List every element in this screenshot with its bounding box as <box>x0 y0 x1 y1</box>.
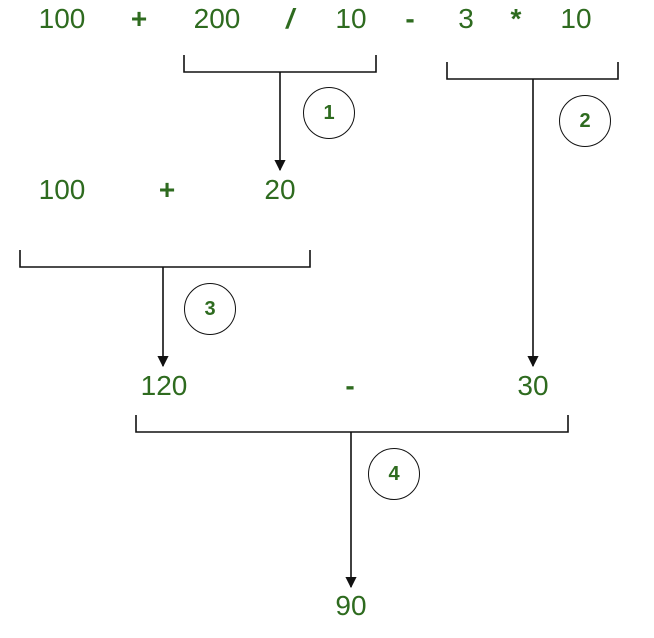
step-number-2: 2 <box>579 109 591 132</box>
expr-operator-divide: / <box>286 3 294 34</box>
step-number-1: 1 <box>323 101 335 124</box>
step-number-4: 4 <box>388 462 400 485</box>
level2-operand-120: 120 <box>140 370 188 401</box>
final-result: 90 <box>335 590 367 621</box>
step-badge-1: 1 <box>303 87 355 139</box>
bracket-step-4 <box>135 415 569 433</box>
bracket-step-1 <box>183 55 377 73</box>
bracket-step-3 <box>19 250 311 268</box>
expr-operand-10-b: 10 <box>560 3 592 34</box>
expr-operator-minus: - <box>405 3 415 34</box>
step-badge-4: 4 <box>368 448 420 500</box>
expr-operand-3: 3 <box>458 3 474 34</box>
level1-operator-plus: + <box>158 174 176 205</box>
expr-operator-plus: + <box>130 3 148 34</box>
step-number-3: 3 <box>204 297 216 320</box>
expr-operator-multiply: * <box>510 3 522 34</box>
expr-operand-100: 100 <box>38 3 86 34</box>
step-badge-3: 3 <box>184 283 236 335</box>
level1-operand-100: 100 <box>38 174 86 205</box>
expr-operand-200: 200 <box>193 3 241 34</box>
level2-operand-30: 30 <box>517 370 549 401</box>
level1-operand-20: 20 <box>264 174 296 205</box>
level2-operator-minus: - <box>345 370 355 401</box>
expr-operand-10-a: 10 <box>335 3 367 34</box>
bracket-step-2 <box>446 62 619 80</box>
step-badge-2: 2 <box>559 95 611 147</box>
